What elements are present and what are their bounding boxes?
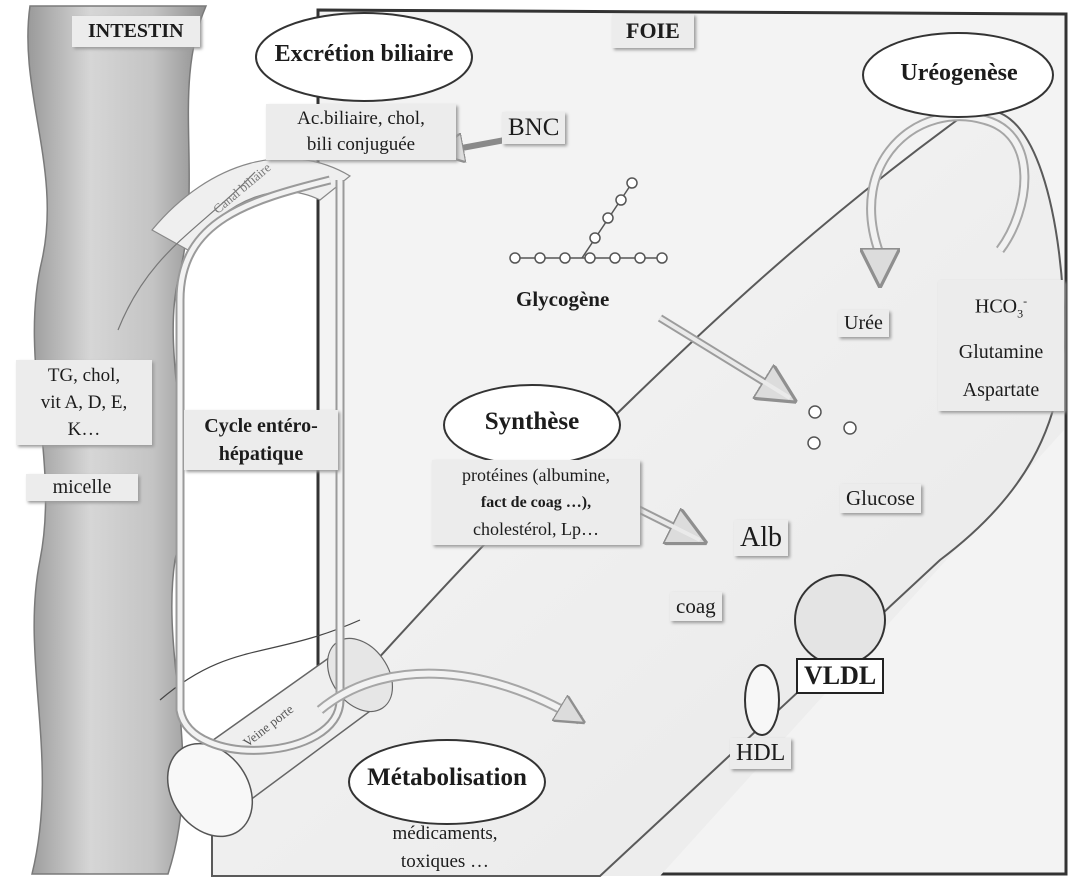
hdl-oval [745,665,779,735]
intestin-line3: K… [22,416,146,443]
excretion-line2: bili conjuguée [272,132,450,158]
foie-title: FOIE [612,14,694,48]
glycogene-label: Glycogène [516,287,609,312]
metabolisation-label: Métabolisation [349,764,545,792]
aspartate-label: Aspartate [944,371,1058,409]
synthese-line3: cholestérol, Lp… [438,516,634,543]
synthese-label: Synthèse [444,408,620,436]
alb-label: Alb [734,520,788,556]
urea-substrates-box: HCO3- Glutamine Aspartate [938,280,1064,411]
synthese-line1: protéines (albumine, [438,462,634,489]
metab-line1: médicaments, [370,820,520,848]
synthese-box: protéines (albumine, fact de coag …), ch… [432,460,640,545]
ureogenese-label: Uréogenèse [864,60,1054,87]
vldl-label: VLDL [796,658,884,694]
micelle-label: micelle [26,474,138,501]
uree-label: Urée [838,310,889,337]
cycle-box: Cycle entéro- hépatique [184,410,338,470]
intestin-line2: vit A, D, E, [22,389,146,416]
glutamine-label: Glutamine [944,333,1058,371]
intestin-box: TG, chol, vit A, D, E, K… [16,360,152,445]
coag-label: coag [670,592,722,621]
excretion-box: Ac.biliaire, chol, bili conjuguée [266,104,456,160]
hco3-text: HCO [975,296,1017,318]
bnc-label: BNC [502,112,565,144]
vldl-sphere [795,575,885,665]
excretion-line1: Ac.biliaire, chol, [272,106,450,132]
metab-line2: toxiques … [370,848,520,876]
metabolisation-box: médicaments, toxiques … [370,820,520,876]
synthese-line2: fact de coag …), [438,489,634,516]
hco3-sup: - [1023,294,1027,308]
hco3-sub: 3 [1017,307,1023,321]
cycle-line2: hépatique [190,440,332,468]
hdl-label: HDL [730,738,791,769]
intestin-line1: TG, chol, [22,362,146,389]
excretion-label: Excrétion biliaire [256,41,472,68]
intestin-title: INTESTIN [72,16,200,47]
glucose-label: Glucose [840,484,921,513]
cycle-line1: Cycle entéro- [190,412,332,440]
hco3-label: HCO3- [944,282,1058,333]
